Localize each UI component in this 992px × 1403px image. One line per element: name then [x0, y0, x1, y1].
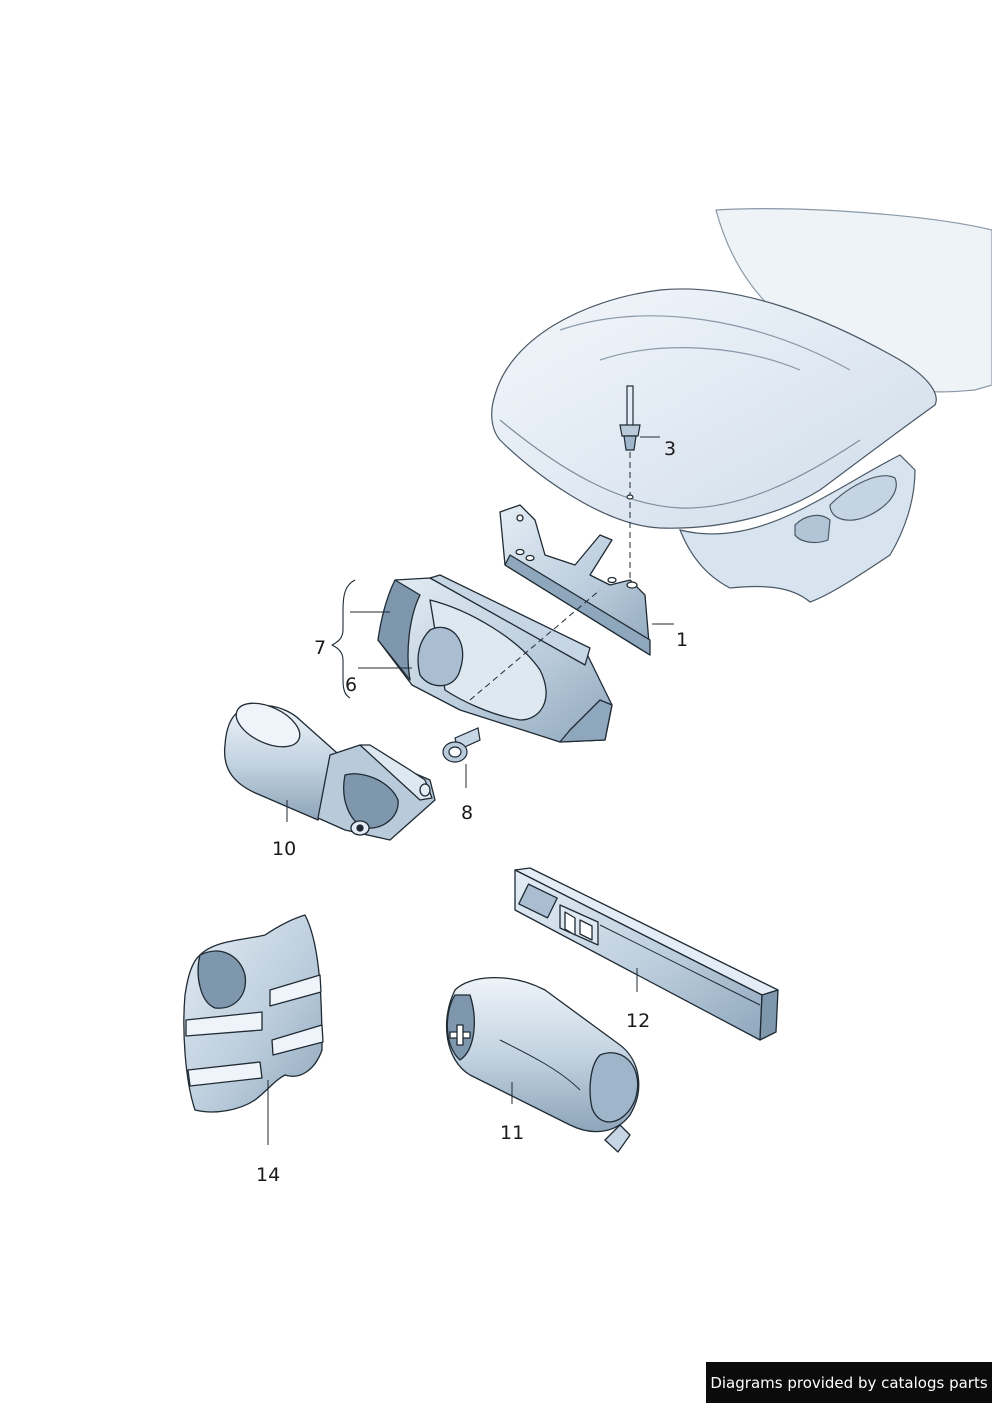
- callout-7: 7: [314, 637, 327, 659]
- safety-vest-part-14: [183, 914, 324, 1145]
- rivet-part-3: [619, 385, 660, 600]
- holder-part-6-7: [331, 574, 613, 743]
- callout-14: 14: [256, 1164, 281, 1186]
- callout-10: 10: [272, 838, 297, 860]
- credit-banner: Diagrams provided by catalogs parts: [706, 1362, 992, 1403]
- extinguisher-part-10: [223, 702, 436, 841]
- callout-12: 12: [626, 1010, 651, 1032]
- screw-part-8: [442, 727, 481, 788]
- callout-8: 8: [461, 802, 474, 824]
- warning-triangle-case-part-12: [514, 867, 779, 1041]
- first-aid-kit-part-11: [445, 976, 640, 1153]
- seat: [491, 208, 992, 603]
- callout-1: 1: [676, 629, 689, 651]
- callout-6: 6: [345, 674, 358, 696]
- callout-11: 11: [500, 1122, 525, 1144]
- bracket-part-1: [499, 504, 674, 656]
- callout-3: 3: [664, 438, 677, 460]
